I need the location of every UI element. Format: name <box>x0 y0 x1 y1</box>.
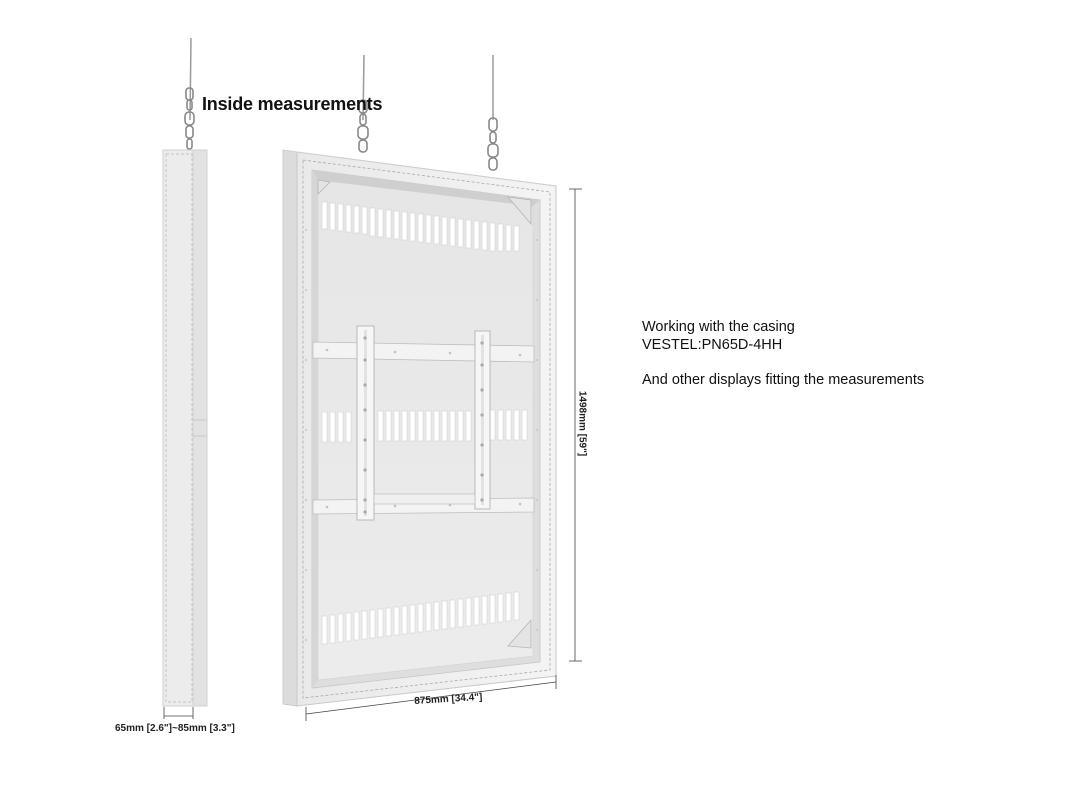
page-title: Inside measurements <box>202 94 383 114</box>
front-chains <box>357 99 499 171</box>
height-dimension-label: 1498mm [59"] <box>576 390 588 457</box>
depth-dimension-line <box>163 707 194 719</box>
corner-brackets <box>317 179 532 649</box>
frame-rivets <box>305 229 538 641</box>
height-dimension-line <box>569 188 582 662</box>
width-dimension-line <box>305 675 557 721</box>
depth-dimension-label: 65mm [2.6"]~85mm [3.3"] <box>115 723 235 734</box>
info-spacer <box>642 354 924 371</box>
vent-slots-middle <box>321 409 528 443</box>
vent-slots-top <box>321 201 520 252</box>
info-line-model: VESTEL:PN65D-4HH <box>642 337 783 353</box>
info-line-casing: Working with the casing <box>642 319 795 335</box>
info-line-other-displays: And other displays fitting the measureme… <box>642 372 925 388</box>
side-view <box>162 37 208 719</box>
side-chain <box>184 87 195 150</box>
front-view <box>282 54 582 721</box>
compatibility-info: Working with the casing VESTEL:PN65D-4HH… <box>642 318 924 389</box>
vent-slots-bottom <box>321 591 520 645</box>
vesa-brackets <box>356 325 491 521</box>
